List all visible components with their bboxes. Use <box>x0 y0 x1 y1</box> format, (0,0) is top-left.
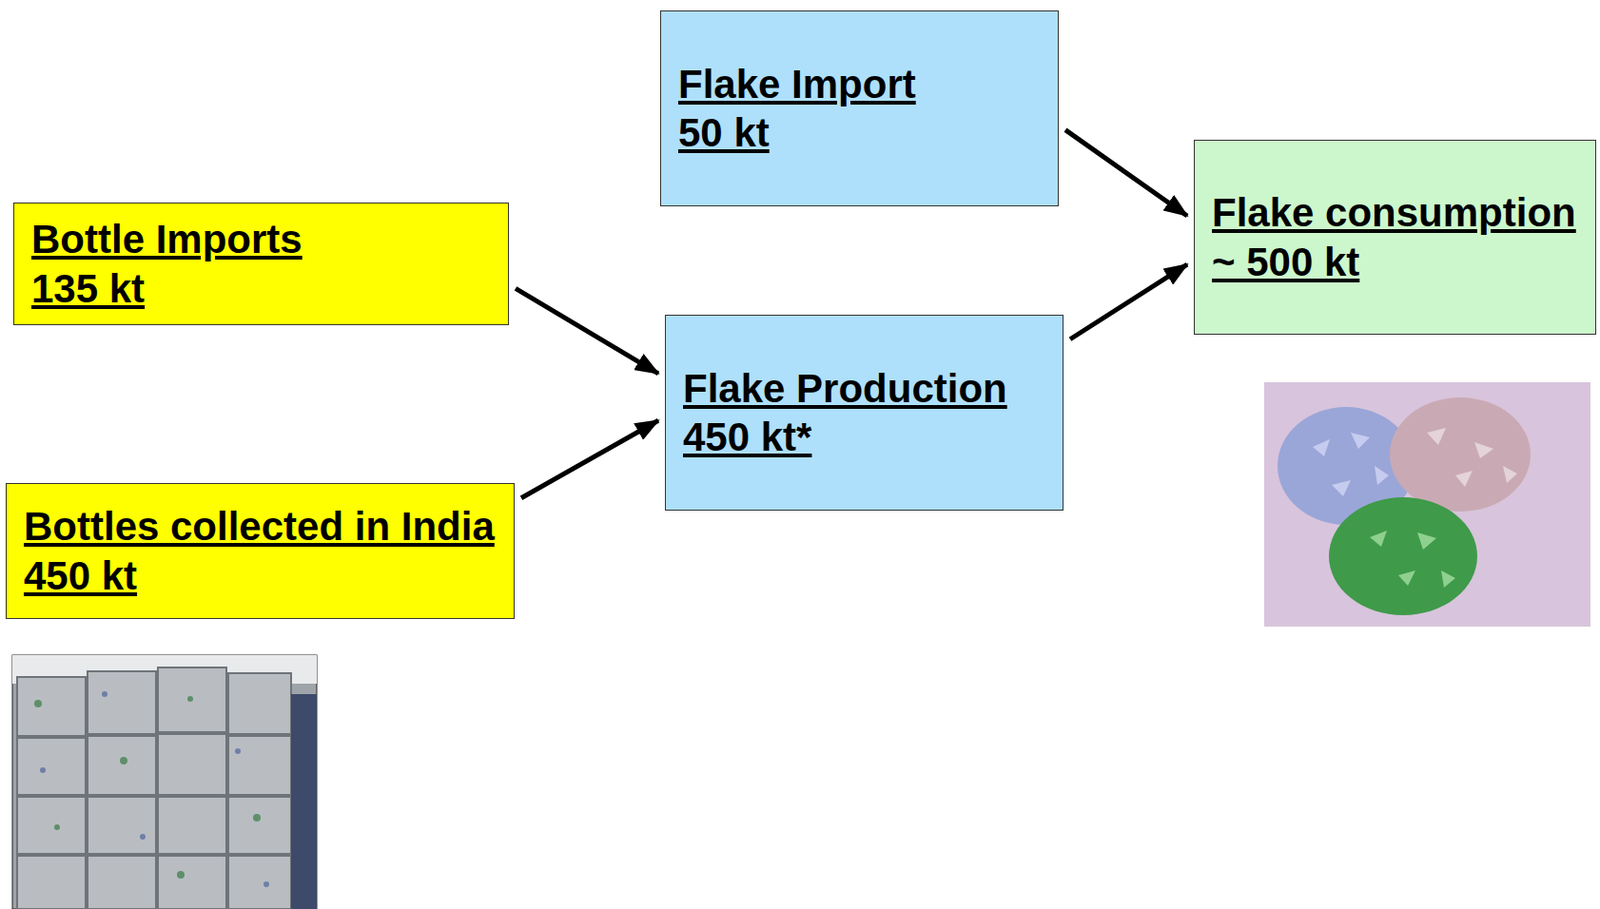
bottle-bales-photo <box>12 655 317 909</box>
node-value: 450 kt* <box>682 412 812 462</box>
flow-arrow <box>515 288 659 374</box>
dark-bale <box>291 694 317 909</box>
source-box: Bottles collected in India450 kt <box>5 483 515 620</box>
photo-ground <box>1264 382 1591 627</box>
bales <box>17 667 292 909</box>
node-heading: Flake Import <box>678 59 917 109</box>
flake-shards <box>1426 428 1518 488</box>
source-box: Bottle Imports135 kt <box>13 202 509 326</box>
photo-frame <box>12 655 317 909</box>
process-box: Flake Production450 kt* <box>664 314 1064 511</box>
pink-flakes <box>1389 397 1531 512</box>
node-value: ~ 500 kt <box>1211 237 1360 287</box>
flake-shards <box>1369 530 1456 588</box>
flow-arrow <box>1070 264 1188 340</box>
bottle-specks <box>34 696 261 879</box>
node-value: 450 kt <box>23 551 137 601</box>
import-box: Flake Import50 kt <box>660 10 1059 207</box>
node-heading: Flake Production <box>682 364 1008 413</box>
node-heading: Bottles collected in India <box>23 502 495 551</box>
flow-arrow <box>1065 130 1188 216</box>
node-value: 50 kt <box>678 108 770 157</box>
pet-flakes-photo <box>1264 382 1591 627</box>
bottle-specks <box>39 691 270 888</box>
node-heading: Bottle Imports <box>31 214 303 264</box>
flow-arrow <box>521 420 659 498</box>
flake-shards <box>1312 432 1389 497</box>
consumption-box: Flake consumption~ 500 kt <box>1193 139 1597 335</box>
node-value: 135 kt <box>31 264 145 313</box>
green-flakes <box>1328 497 1478 616</box>
node-heading: Flake consumption <box>1211 188 1577 237</box>
